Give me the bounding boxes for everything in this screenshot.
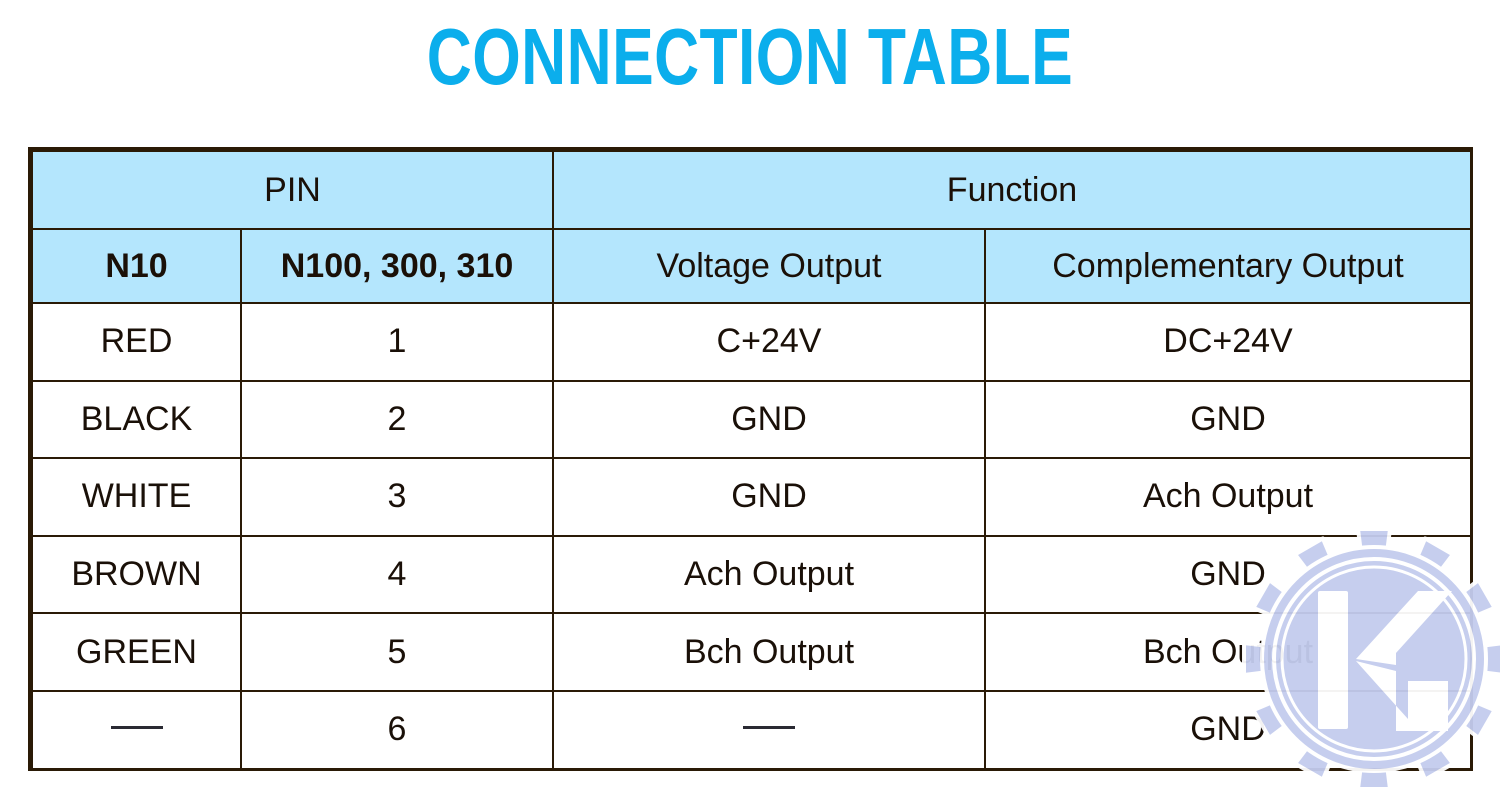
- cell-pin: 4: [240, 534, 554, 615]
- page-title: CONNECTION TABLE: [426, 12, 1074, 101]
- table-row: RED 1 C+24V DC+24V: [31, 302, 1472, 382]
- column-header-voltage-output: Voltage Output: [552, 228, 986, 304]
- connection-table: PIN Function N10 N100, 300, 310 Voltage …: [31, 150, 1472, 770]
- cell-voltage-output: Bch Output: [552, 612, 986, 692]
- connection-table-container: PIN Function N10 N100, 300, 310 Voltage …: [28, 147, 1473, 771]
- cell-n10: BLACK: [31, 379, 242, 460]
- cell-pin: 5: [240, 612, 554, 692]
- cell-pin: 6: [240, 689, 554, 770]
- cell-voltage-output: GND: [552, 379, 986, 460]
- table-group-header-row: PIN Function: [31, 150, 1472, 230]
- cell-pin: 3: [240, 457, 554, 537]
- cell-complementary-output: GND: [984, 379, 1472, 460]
- cell-voltage-output: GND: [552, 457, 986, 537]
- cell-complementary-output: GND: [984, 534, 1472, 615]
- cell-n10: [31, 689, 242, 770]
- dash-placeholder: [110, 725, 163, 729]
- cell-voltage-output: C+24V: [552, 302, 986, 382]
- table-row: WHITE 3 GND Ach Output: [31, 457, 1472, 537]
- group-header-function: Function: [552, 150, 1472, 230]
- cell-voltage-output: [552, 689, 986, 770]
- table-row: GREEN 5 Bch Output Bch Output: [31, 612, 1472, 692]
- table-row: 6 GND: [31, 689, 1472, 770]
- cell-n10: RED: [31, 302, 242, 382]
- cell-complementary-output: DC+24V: [984, 302, 1472, 382]
- cell-n10: GREEN: [31, 612, 242, 692]
- dash-placeholder: [743, 725, 795, 729]
- group-header-pin: PIN: [31, 150, 554, 230]
- table-column-header-row: N10 N100, 300, 310 Voltage Output Comple…: [31, 228, 1472, 304]
- cell-pin: 2: [240, 379, 554, 460]
- column-header-n10: N10: [31, 228, 242, 304]
- cell-complementary-output: Bch Output: [984, 612, 1472, 692]
- cell-complementary-output: GND: [984, 689, 1472, 770]
- table-row: BROWN 4 Ach Output GND: [31, 534, 1472, 615]
- cell-complementary-output: Ach Output: [984, 457, 1472, 537]
- table-row: BLACK 2 GND GND: [31, 379, 1472, 460]
- column-header-complementary-output: Complementary Output: [984, 228, 1472, 304]
- cell-n10: WHITE: [31, 457, 242, 537]
- column-header-n100-300-310: N100, 300, 310: [240, 228, 554, 304]
- cell-pin: 1: [240, 302, 554, 382]
- cell-n10: BROWN: [31, 534, 242, 615]
- cell-voltage-output: Ach Output: [552, 534, 986, 615]
